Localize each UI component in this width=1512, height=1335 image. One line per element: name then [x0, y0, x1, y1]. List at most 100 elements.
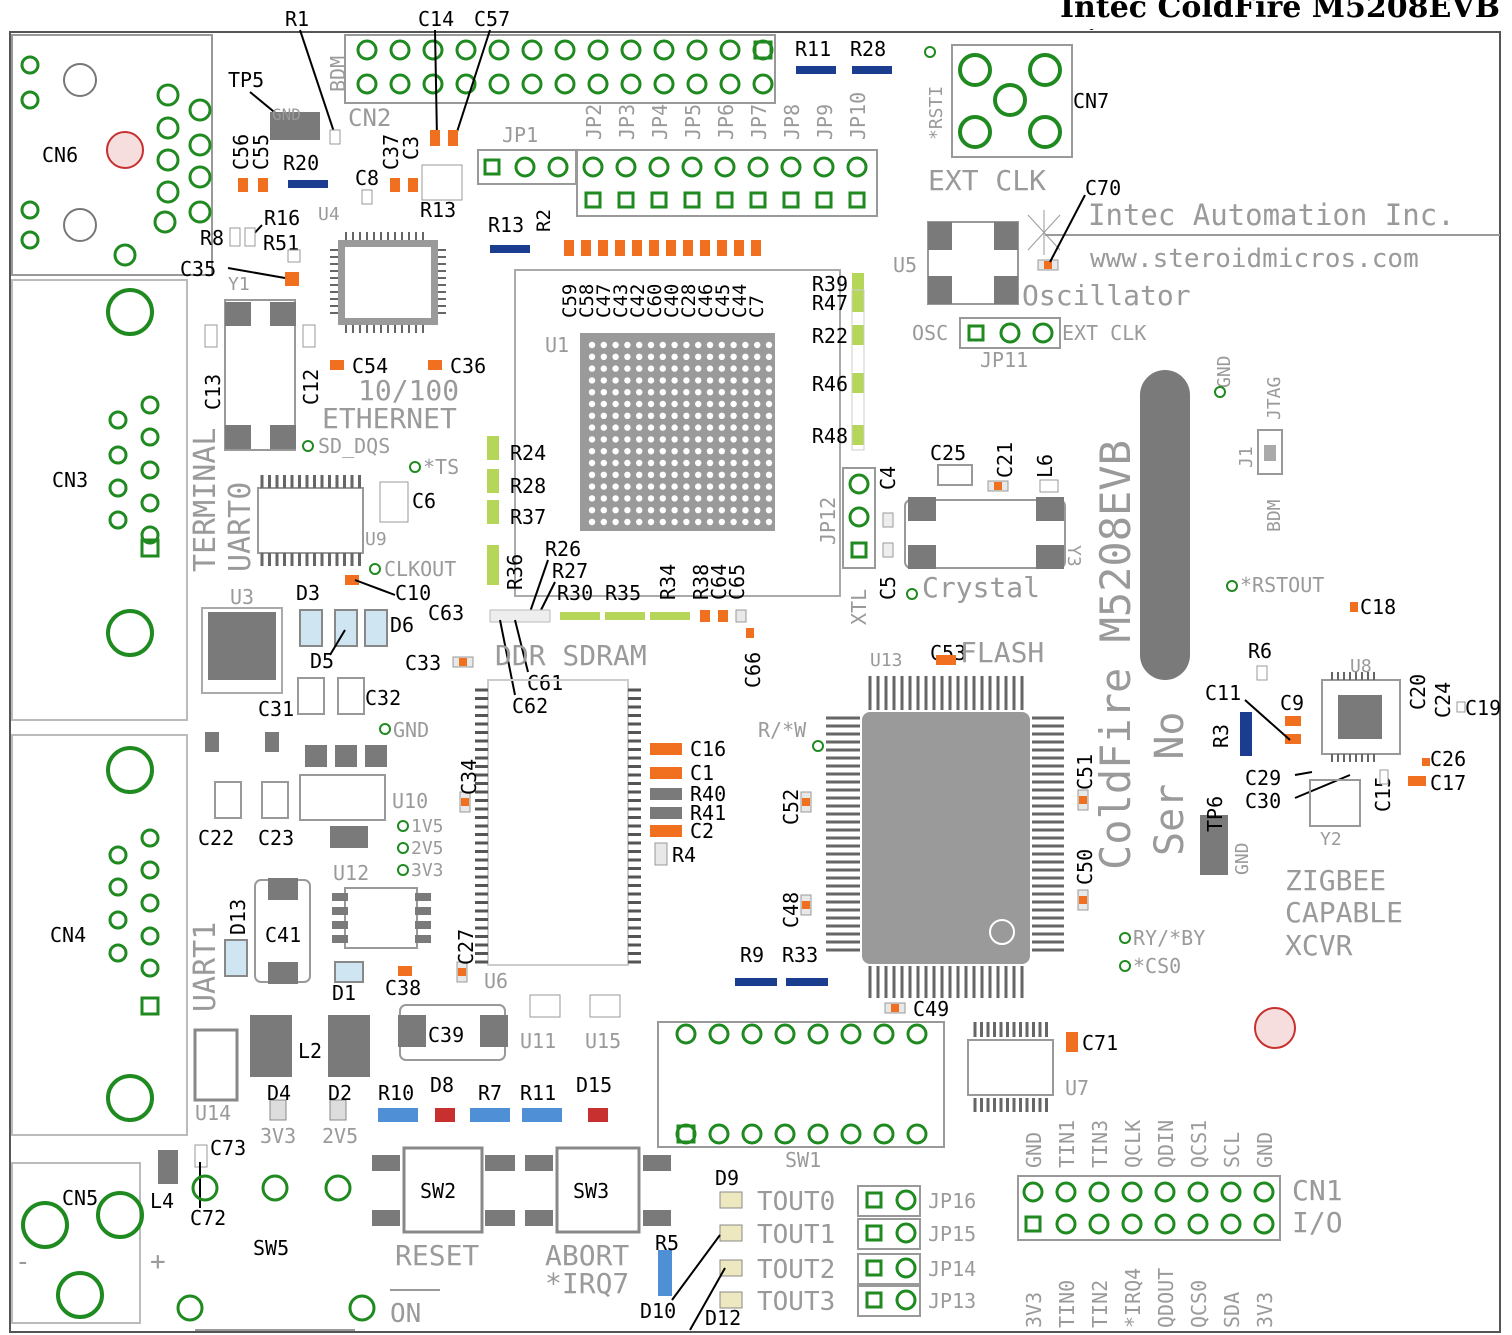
u1-ball — [706, 507, 714, 514]
l4 — [158, 1150, 178, 1184]
c66 — [746, 628, 754, 638]
jp-label: JP7 — [747, 104, 771, 140]
ts-testpoint — [409, 461, 421, 473]
sw3-pad — [643, 1155, 671, 1171]
u1-ball — [600, 448, 607, 455]
cn1-top-pin-label: GND — [1022, 1132, 1046, 1168]
u1-ball — [754, 389, 761, 396]
jp1-outline — [477, 149, 577, 185]
tout-jumper-pin1 — [865, 1191, 883, 1209]
crystal-testpoint — [906, 588, 918, 600]
u1-ball — [695, 377, 702, 384]
clkout-label: CLKOUT — [384, 557, 456, 581]
u1-ball — [765, 424, 773, 431]
u1-ball — [671, 400, 678, 408]
u1-ball — [671, 448, 678, 455]
cn3-pin1 — [140, 538, 160, 558]
part-label: C16 — [690, 737, 726, 761]
c65-label: C65 — [725, 564, 749, 600]
company-name: Intec Automation Inc. — [1088, 198, 1455, 232]
cap-c40 — [666, 240, 676, 256]
r35-label: R35 — [605, 581, 641, 605]
d8 — [435, 1108, 455, 1122]
u1-ball — [742, 483, 749, 490]
u1-ball — [636, 424, 643, 431]
u1-ball — [695, 518, 702, 526]
c3-label: C3 — [399, 136, 423, 160]
r36 — [487, 545, 499, 585]
u1-ball — [647, 412, 655, 419]
d4 — [269, 1099, 287, 1121]
d3-label: D3 — [296, 581, 320, 605]
rsti-testpoint — [924, 46, 936, 58]
r26-label: R26 — [545, 537, 581, 561]
cn6-pad — [20, 55, 40, 75]
c15 — [1379, 769, 1389, 785]
tp6-gnd-label: GND — [1232, 842, 1253, 875]
jp11-pin — [999, 322, 1021, 344]
c38-label: C38 — [385, 976, 421, 1000]
u1-ball — [765, 365, 773, 372]
cn6-pad — [156, 180, 180, 204]
u12-pin — [415, 907, 431, 915]
cn1-top-pin-label: QDIN — [1154, 1120, 1178, 1168]
part-label: C2 — [690, 819, 714, 843]
jp11-outline — [959, 317, 1061, 349]
c14 — [430, 130, 440, 146]
u1-ball — [671, 471, 678, 478]
c57-label: C57 — [474, 7, 510, 31]
cn1-bottom-pin-label: *IRQ4 — [1121, 1268, 1145, 1328]
cn1-pin — [1154, 1213, 1176, 1235]
cn2-pin — [389, 39, 411, 61]
u1-ball — [765, 400, 773, 408]
u1-ball — [765, 483, 773, 490]
r36-label: R36 — [503, 554, 527, 590]
u1-ball — [765, 377, 773, 384]
u1-ball — [636, 389, 643, 396]
cn4-mount — [106, 1074, 154, 1122]
u1-ball — [765, 412, 773, 419]
u12-outline — [344, 887, 418, 949]
r14 — [796, 66, 836, 74]
c5-label: C5 — [876, 576, 900, 600]
u1-ball — [600, 436, 607, 443]
jp-pin — [780, 156, 802, 178]
u1-ball — [742, 459, 749, 467]
u1-ball — [683, 495, 690, 502]
d15 — [588, 1108, 608, 1122]
u1-ball — [588, 412, 596, 419]
u1-ball — [612, 518, 619, 526]
u1-ball — [647, 459, 655, 467]
u8-label: U9 — [365, 529, 387, 550]
u1-ball — [647, 518, 655, 526]
tout-jumper-label: JP14 — [928, 1257, 976, 1281]
uart1-label: UART1 — [188, 922, 223, 1012]
cn4-pin — [140, 828, 160, 848]
cn3-label: CN3 — [52, 468, 88, 492]
sw1-pin — [774, 1023, 796, 1045]
l4-label: L4 — [150, 1189, 174, 1213]
y1-label: Y1 — [228, 274, 250, 295]
u1-ball — [671, 495, 678, 502]
jp-pin-square — [815, 191, 833, 209]
cn2-pin — [554, 39, 576, 61]
u1-ball — [612, 459, 619, 467]
tp5-label: TP5 — [228, 68, 264, 92]
r1 — [329, 129, 341, 145]
l6-label: L6 — [1033, 454, 1057, 478]
u1-ball — [683, 424, 690, 431]
u1-ball — [754, 365, 761, 372]
gnd-label-2: GND — [393, 718, 429, 742]
cn1-top-pin-label: SCL — [1220, 1132, 1244, 1168]
u13-label: U13 — [870, 650, 903, 671]
rstout-label: *RSTOUT — [1240, 573, 1324, 597]
cn4-pin — [140, 926, 160, 946]
u1-ball — [588, 377, 596, 384]
c5 — [882, 542, 894, 558]
u1-ball — [659, 424, 666, 431]
c54 — [330, 360, 344, 370]
u1-ball — [730, 412, 737, 419]
c4 — [882, 512, 894, 528]
rail-testpoint — [397, 842, 409, 854]
u1-ball — [730, 389, 737, 396]
